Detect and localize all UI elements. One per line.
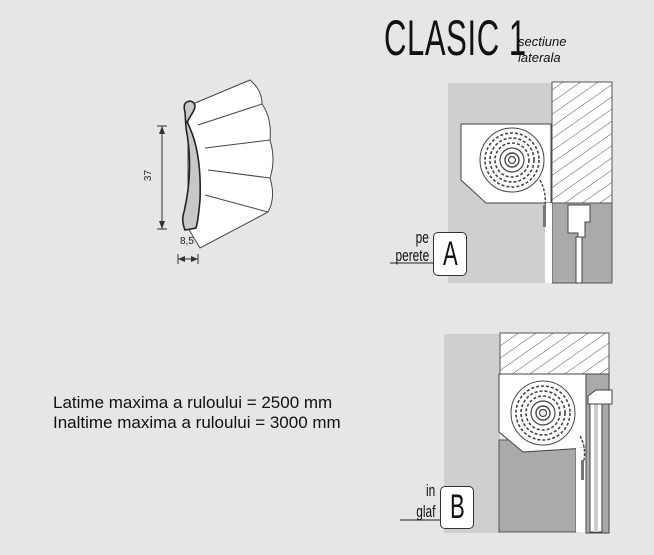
label-b-line-2: glaf [415,502,435,521]
section-b-in-sill [444,332,613,534]
max-width-spec: Latime maxima a ruloului = 2500 mm [53,393,333,412]
variant-b-badge: B [440,486,474,529]
section-a-wall-mounted [448,81,613,284]
label-a-line-2: perete [395,246,429,265]
thickness-dimension-label: 8,5 [180,236,194,247]
label-a-line-1: pe [415,228,429,247]
subtitle-line-1: sectiune [518,34,567,49]
subtitle-line-2: laterala [518,50,561,65]
variant-a-badge: A [433,232,467,276]
max-height-spec: Inaltime maxima a ruloului = 3000 mm [53,413,341,432]
product-title: CLASIC 1 [384,10,527,66]
label-b-line-1: in [425,481,435,500]
slat-profile [157,79,274,264]
height-dimension-label: 37 [143,169,155,182]
